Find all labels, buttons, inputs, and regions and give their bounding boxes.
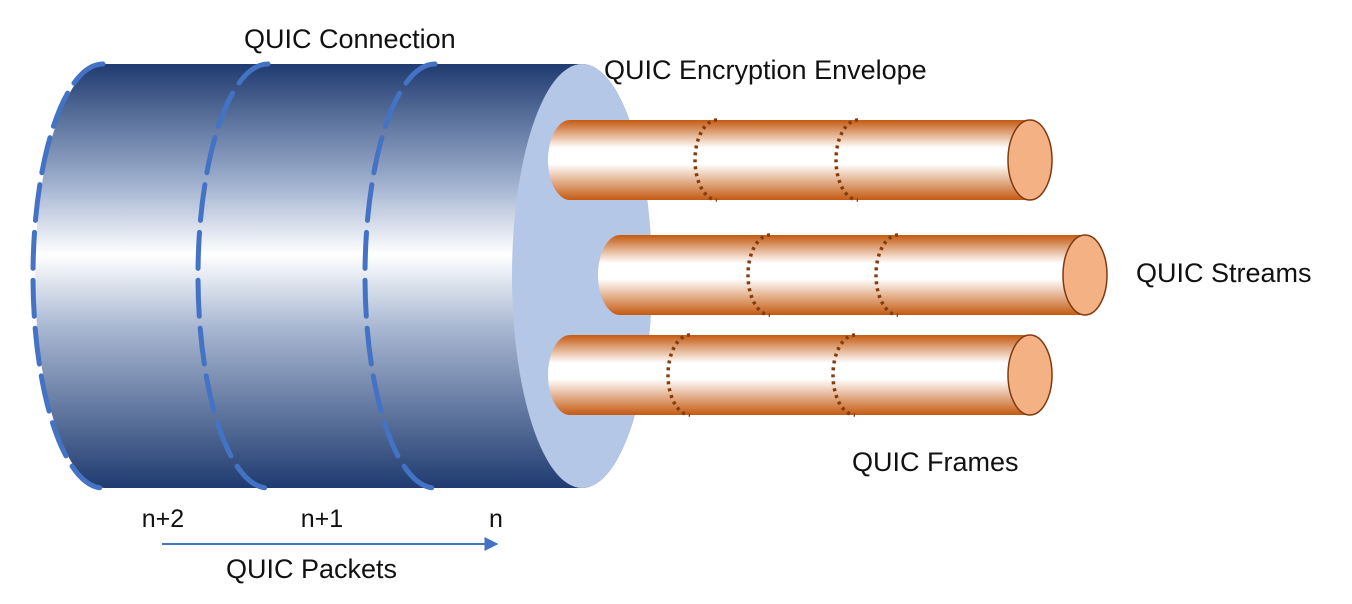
encryption-envelope-label: QUIC Encryption Envelope xyxy=(604,55,927,85)
stream-body xyxy=(548,120,1030,200)
frame-boundary xyxy=(666,333,691,417)
streams-label: QUIC Streams xyxy=(1136,258,1312,288)
quic-stream xyxy=(548,333,1053,417)
quic-stream xyxy=(548,118,1053,202)
connection-label: QUIC Connection xyxy=(244,24,456,54)
frame-boundary xyxy=(693,118,718,202)
packet-label-n-plus-1: n+1 xyxy=(301,505,343,533)
stream-end-cap xyxy=(1007,334,1053,416)
quic-stream xyxy=(598,233,1108,317)
frame-boundary xyxy=(746,233,771,317)
cable-body xyxy=(35,64,652,488)
stream-end-cap xyxy=(1007,119,1053,201)
quic-streams xyxy=(548,118,1108,417)
frame-boundary xyxy=(874,233,899,317)
packet-label-n: n xyxy=(489,505,503,533)
packet-label-n-plus-2: n+2 xyxy=(142,505,184,533)
stream-body xyxy=(548,335,1030,415)
stream-body xyxy=(598,235,1085,315)
frame-boundary xyxy=(831,333,856,417)
frame-boundary xyxy=(834,118,859,202)
frames-label: QUIC Frames xyxy=(852,447,1019,477)
stream-end-cap xyxy=(1062,234,1108,316)
packets-label: QUIC Packets xyxy=(226,554,397,584)
